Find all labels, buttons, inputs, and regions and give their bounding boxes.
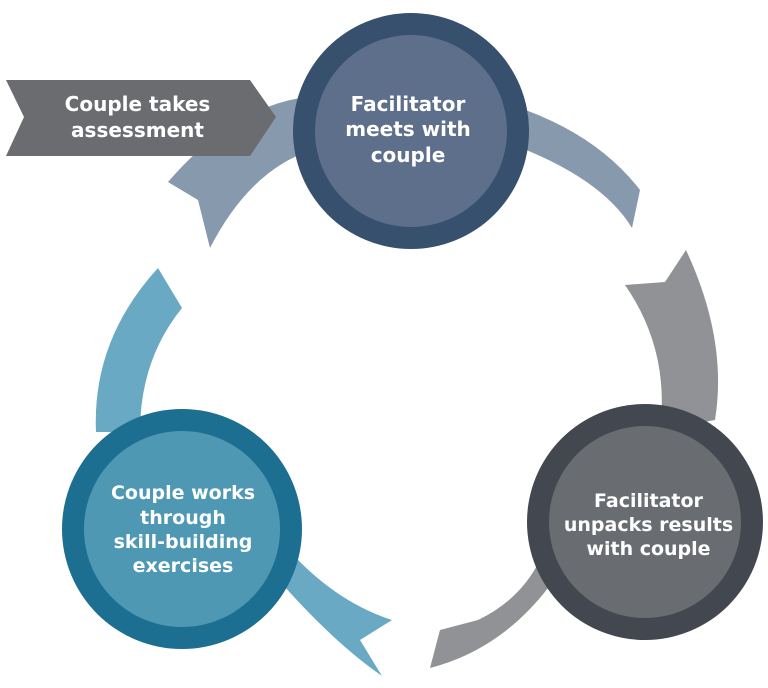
arrow-left-to-bottom (270, 540, 392, 676)
step-exercises-label: Couple works through skill-building exer… (110, 482, 256, 578)
step-unpack-label: Facilitator unpacks results with couple (563, 489, 734, 561)
arrow-right-to-left (430, 560, 548, 668)
start-banner-shape (6, 80, 276, 156)
right-circle-inner (549, 426, 741, 618)
arrow-left-ascending (95, 268, 182, 432)
top-circle-inner (315, 35, 507, 227)
step-meet-label: Facilitator meets with couple (345, 91, 471, 167)
left-circle-inner (84, 431, 280, 627)
arrow-right-descending (625, 250, 719, 430)
start-step-label: Couple takes assessment (64, 92, 211, 142)
arrow-start-to-top (168, 98, 312, 248)
